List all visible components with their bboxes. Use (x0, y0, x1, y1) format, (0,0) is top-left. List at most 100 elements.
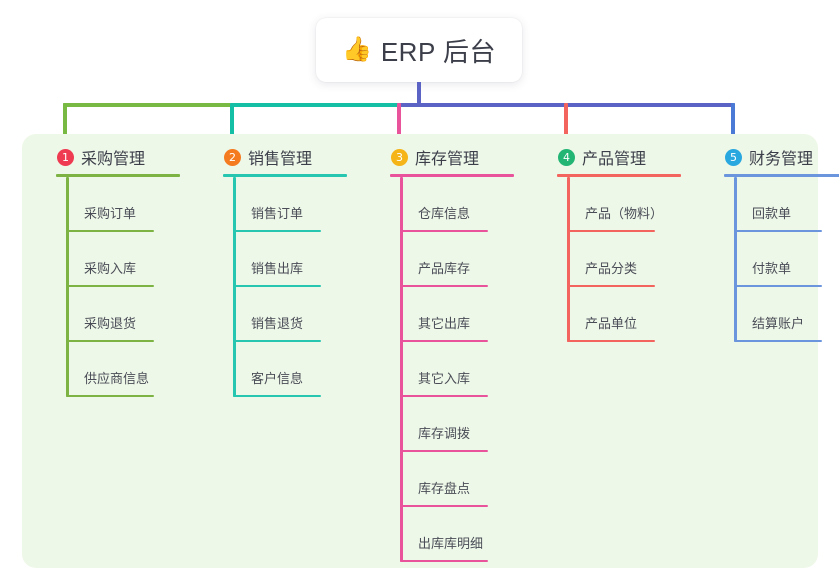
leaf-label: 付款单 (752, 261, 792, 276)
leaf-underline (567, 230, 655, 232)
leaf-item[interactable]: 其它入库 (400, 342, 542, 397)
leaf-label: 采购退货 (84, 316, 137, 331)
leaf-label: 库存调拨 (418, 426, 471, 441)
branch-underline (724, 174, 839, 177)
leaf-underline (66, 340, 154, 342)
leaf-label: 供应商信息 (84, 371, 150, 386)
leaf-label: 其它入库 (418, 371, 471, 386)
leaf-underline (66, 230, 154, 232)
leaf-item[interactable]: 结算账户 (734, 287, 839, 342)
branch-finance: 5 财务管理回款单付款单结算账户 (710, 144, 839, 342)
branch-number-badge: 5 (725, 148, 742, 166)
root-node-title: ERP 后台 (380, 36, 497, 67)
branch-number-badge: 4 (558, 148, 575, 166)
branch-header-finance[interactable]: 5 财务管理 (710, 144, 839, 170)
leaf-item[interactable]: 出库库明细 (400, 507, 542, 562)
leaf-label: 产品库存 (418, 261, 471, 276)
leaf-label: 库存盘点 (418, 481, 471, 496)
leaf-underline (66, 395, 154, 397)
branch-header-product[interactable]: 4 产品管理 (543, 144, 709, 170)
leaf-item[interactable]: 付款单 (734, 232, 839, 287)
drop-finance (731, 103, 735, 145)
leaf-item[interactable]: 采购订单 (66, 177, 208, 232)
leaf-underline (400, 450, 488, 452)
leaf-item[interactable]: 客户信息 (233, 342, 375, 397)
leaf-list-inventory: 仓库信息产品库存其它出库其它入库库存调拨库存盘点出库库明细 (400, 177, 542, 562)
leaf-item[interactable]: 仓库信息 (400, 177, 542, 232)
branch-number-badge: 1 (57, 148, 74, 166)
drop-purchase (63, 103, 67, 145)
leaf-list-product: 产品（物料） 产品分类产品单位 (567, 177, 709, 342)
branch-inventory: 3 库存管理仓库信息产品库存其它出库其它入库库存调拨库存盘点出库库明细 (376, 144, 542, 562)
leaf-underline (400, 285, 488, 287)
branch-title: 财务管理 (749, 151, 814, 168)
leaf-item[interactable]: 产品库存 (400, 232, 542, 287)
leaf-underline (233, 230, 321, 232)
leaf-item[interactable]: 回款单 (734, 177, 839, 232)
leaf-item[interactable]: 采购入库 (66, 232, 208, 287)
branch-title: 库存管理 (415, 151, 480, 168)
root-node[interactable]: 👍 ERP 后台 (316, 18, 522, 82)
leaf-label: 销售出库 (251, 261, 304, 276)
leaf-item[interactable]: 产品（物料） (567, 177, 709, 232)
leaf-label: 产品（物料） (585, 206, 664, 221)
leaf-underline (567, 340, 655, 342)
leaf-underline (66, 285, 154, 287)
branch-title: 产品管理 (582, 151, 647, 168)
leaf-underline (734, 340, 822, 342)
leaf-list-finance: 回款单付款单结算账户 (734, 177, 839, 342)
leaf-item[interactable]: 产品单位 (567, 287, 709, 342)
branch-underline (557, 174, 681, 177)
branch-spine (400, 177, 403, 562)
leaf-label: 产品单位 (585, 316, 638, 331)
root-stem-connector (417, 82, 421, 106)
bus-segment-teal (231, 103, 399, 107)
leaf-label: 采购订单 (84, 206, 137, 221)
leaf-underline (233, 285, 321, 287)
branch-number-badge: 2 (224, 148, 241, 166)
drop-product (564, 103, 568, 145)
branch-spine (734, 177, 737, 342)
branch-underline (56, 174, 180, 177)
leaf-list-purchase: 采购订单采购入库采购退货供应商信息 (66, 177, 208, 397)
leaf-label: 出库库明细 (418, 536, 484, 551)
leaf-label: 采购入库 (84, 261, 137, 276)
leaf-item[interactable]: 销售订单 (233, 177, 375, 232)
leaf-underline (400, 395, 488, 397)
leaf-underline (567, 285, 655, 287)
branch-spine (567, 177, 570, 342)
leaf-underline (734, 230, 822, 232)
branch-number-badge: 3 (391, 148, 408, 166)
leaf-label: 其它出库 (418, 316, 471, 331)
drop-inventory (397, 103, 401, 145)
leaf-underline (233, 340, 321, 342)
leaf-item[interactable]: 其它出库 (400, 287, 542, 342)
branch-product: 4 产品管理产品（物料） 产品分类产品单位 (543, 144, 709, 342)
leaf-item[interactable]: 销售出库 (233, 232, 375, 287)
branches-panel (22, 134, 818, 568)
leaf-item[interactable]: 产品分类 (567, 232, 709, 287)
leaf-item[interactable]: 销售退货 (233, 287, 375, 342)
leaf-underline (400, 340, 488, 342)
leaf-underline (400, 505, 488, 507)
leaf-item[interactable]: 采购退货 (66, 287, 208, 342)
leaf-item[interactable]: 供应商信息 (66, 342, 208, 397)
leaf-label: 仓库信息 (418, 206, 471, 221)
leaf-label: 客户信息 (251, 371, 304, 386)
leaf-item[interactable]: 库存调拨 (400, 397, 542, 452)
leaf-item[interactable]: 库存盘点 (400, 452, 542, 507)
leaf-list-sales: 销售订单销售出库销售退货客户信息 (233, 177, 375, 397)
leaf-label: 结算账户 (752, 316, 805, 331)
leaf-label: 产品分类 (585, 261, 638, 276)
branch-header-inventory[interactable]: 3 库存管理 (376, 144, 542, 170)
branch-underline (390, 174, 514, 177)
thumbs-up-emoji: 👍 (341, 36, 372, 63)
leaf-label: 回款单 (752, 206, 792, 221)
leaf-underline (400, 230, 488, 232)
